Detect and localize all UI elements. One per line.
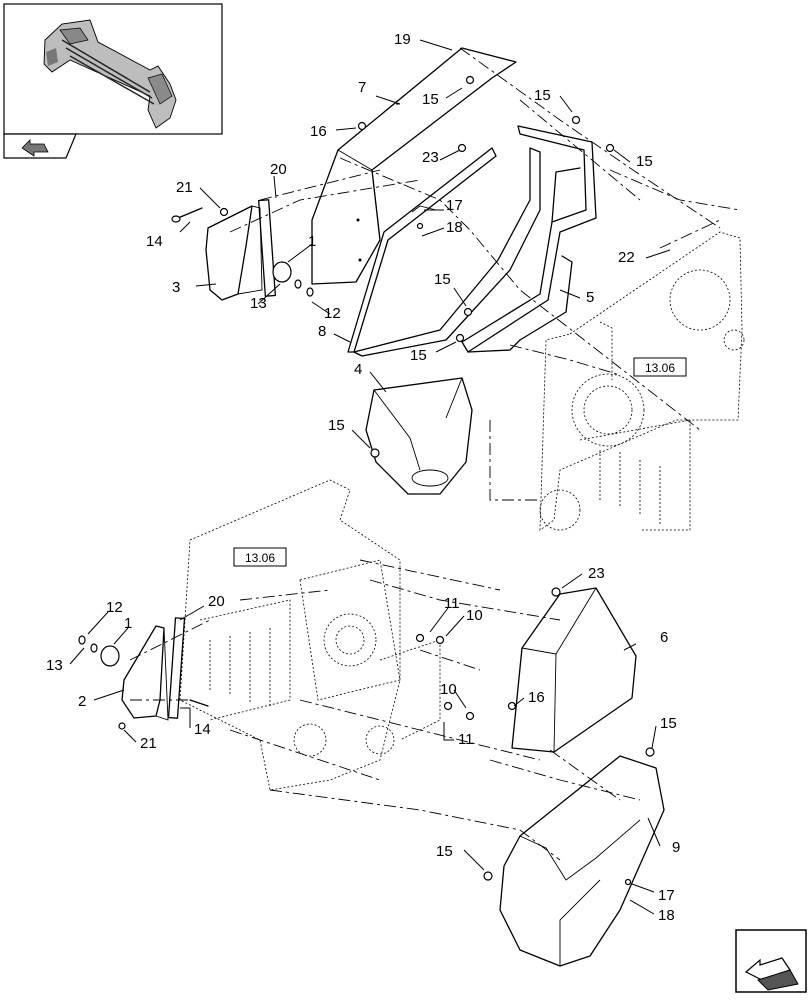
- thumbnail-panel[interactable]: [3, 3, 223, 135]
- reference-box-lower[interactable]: 13.06: [245, 551, 275, 565]
- callout-13: 13: [46, 657, 63, 674]
- part-8-frame: [347, 147, 541, 357]
- part-9-lower-shroud: [483, 747, 665, 967]
- callout-12: 12: [106, 599, 123, 616]
- callout-10: 10: [466, 607, 483, 624]
- frame-assembly-lower: 13.06: [179, 479, 441, 791]
- part-7-cover-panel: [311, 47, 517, 285]
- callout-20: 20: [208, 593, 225, 610]
- callout-1: 1: [308, 233, 316, 250]
- callout-22: 22: [618, 249, 635, 266]
- hardware-bolts: [219, 75, 632, 886]
- callout-15: 15: [410, 347, 427, 364]
- callout-18: 18: [658, 907, 675, 924]
- callout-labels: 19 7 15 15 15 16 20 23 21 17 18 1 14 22 …: [46, 31, 680, 924]
- frame-assembly-upper: 13.06: [539, 231, 745, 531]
- callout-23: 23: [422, 149, 439, 166]
- callout-3: 3: [172, 279, 180, 296]
- callout-17: 17: [446, 197, 463, 214]
- callout-8: 8: [318, 323, 326, 340]
- callout-4: 4: [354, 361, 362, 378]
- part-4-shroud: [365, 377, 473, 495]
- part-3-end-cap: [205, 199, 276, 301]
- reference-box-upper[interactable]: 13.06: [645, 361, 675, 375]
- callout-23: 23: [588, 565, 605, 582]
- callout-7: 7: [358, 79, 366, 96]
- callout-10: 10: [440, 681, 457, 698]
- callout-11: 11: [458, 731, 474, 748]
- phantom-lines: [129, 47, 741, 861]
- next-page-arrow-icon[interactable]: [735, 929, 807, 993]
- leader-lines: [69, 39, 671, 915]
- return-arrow-icon[interactable]: [3, 133, 77, 159]
- callout-14: 14: [146, 233, 163, 250]
- callout-2: 2: [78, 693, 86, 710]
- callout-21: 21: [176, 179, 193, 196]
- callout-18: 18: [446, 219, 463, 236]
- callout-15: 15: [660, 715, 677, 732]
- callout-19: 19: [394, 31, 411, 48]
- callout-15: 15: [328, 417, 345, 434]
- part-1-bushing-upper: [171, 207, 314, 297]
- part-6-box-cover: [511, 587, 637, 753]
- callout-20: 20: [270, 161, 287, 178]
- callout-17: 17: [658, 887, 675, 904]
- callout-9: 9: [672, 839, 680, 856]
- callout-5: 5: [586, 289, 594, 306]
- callout-16: 16: [310, 123, 327, 140]
- callout-15: 15: [422, 91, 439, 108]
- callout-15: 15: [434, 271, 451, 288]
- callout-11: 11: [444, 595, 460, 612]
- callout-16: 16: [528, 689, 545, 706]
- part-5-side-shield: [461, 125, 597, 353]
- callout-1: 1: [124, 615, 132, 632]
- callout-15: 15: [534, 87, 551, 104]
- callout-13: 13: [250, 295, 267, 312]
- callout-21: 21: [140, 735, 157, 752]
- callout-12: 12: [324, 305, 341, 322]
- callout-6: 6: [660, 629, 668, 646]
- header-thumbnail-icon: [43, 19, 177, 129]
- callout-14: 14: [194, 721, 211, 738]
- part-2-end-cap: [78, 617, 209, 730]
- callout-15: 15: [636, 153, 653, 170]
- callout-15: 15: [436, 843, 453, 860]
